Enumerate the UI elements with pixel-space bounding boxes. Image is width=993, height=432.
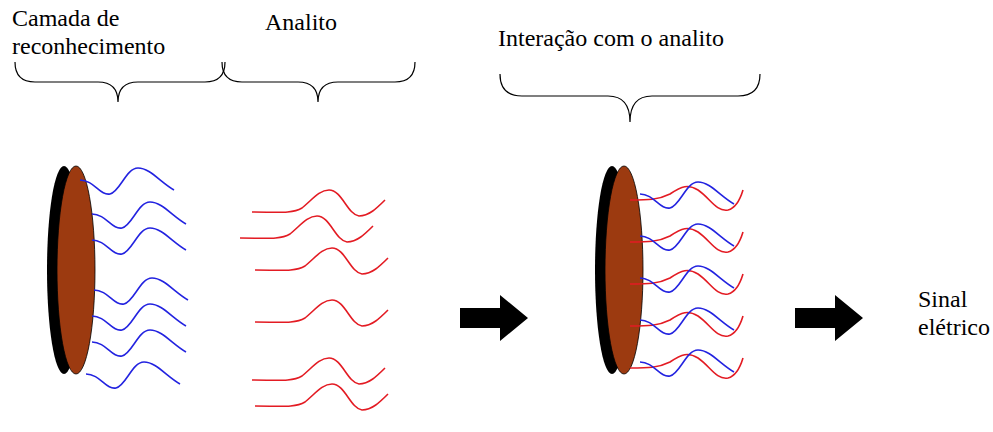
recognition-strand (92, 330, 186, 356)
hybrid-probe (640, 308, 734, 334)
recognition-strand (94, 278, 188, 304)
curly-bracket (500, 74, 760, 122)
hybrid-probe (640, 266, 734, 292)
analyte-strand (252, 190, 385, 216)
hybrid-probe (640, 224, 734, 250)
recognition-strand (92, 304, 186, 330)
recognition-strand (92, 202, 186, 228)
analyte-strand (255, 384, 388, 410)
curly-bracket (15, 62, 225, 102)
recognition-strand (92, 228, 186, 254)
recognition-strand (80, 168, 174, 194)
diagram-label: Analito (265, 8, 337, 36)
analyte-strand (255, 248, 388, 274)
electrode-surface (605, 166, 643, 374)
hybrid-probe (640, 182, 734, 208)
curly-bracket (222, 62, 415, 102)
process-arrow (460, 295, 528, 341)
diagram-label: Camada de reconhecimento (12, 4, 242, 60)
analyte-strand (255, 300, 388, 326)
electrode-surface (57, 166, 95, 374)
hybrid-probe (640, 350, 734, 376)
process-arrow (795, 295, 863, 341)
analyte-strand (240, 216, 373, 242)
diagram-label: Interação com o analito (498, 24, 724, 52)
recognition-strand (86, 362, 180, 388)
diagram-label: Sinal elétrico (918, 285, 988, 341)
analyte-strand (252, 358, 385, 384)
